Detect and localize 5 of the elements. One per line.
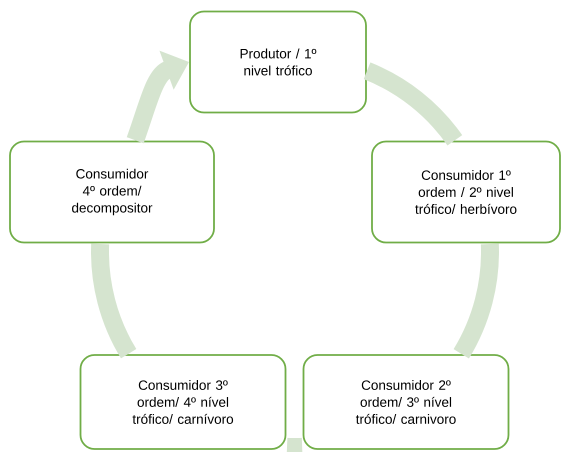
process-box: Consumidor 4º ordem/ decompositor bbox=[9, 140, 215, 244]
process-box: Consumidor 3º ordem/ 4º nível trófico/ carnívoro bbox=[80, 354, 286, 450]
process-box: Produtor / 1º nivel trófico bbox=[189, 10, 367, 114]
process-box: Consumidor 1º ordem / 2º nivel trófico/ herbívoro bbox=[371, 140, 561, 244]
process-box: Consumidor 2º ordem/ 3º nível trófico/ carnivoro bbox=[302, 354, 510, 450]
